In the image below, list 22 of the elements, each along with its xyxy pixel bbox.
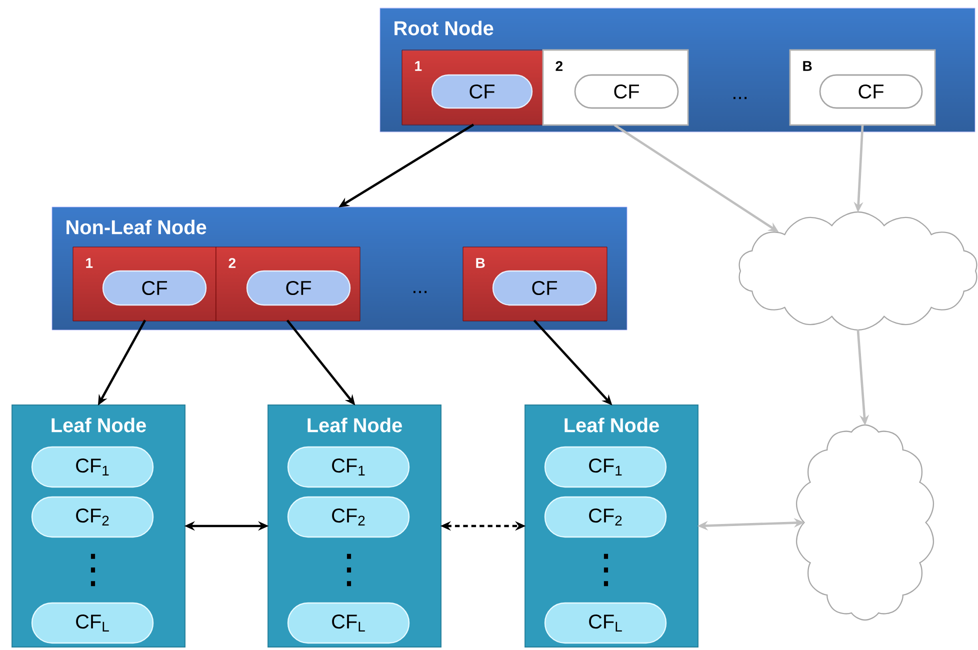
cf-pill: CF xyxy=(492,270,597,306)
cloud-shape xyxy=(796,424,934,621)
cf-pill: CF$_{2}$ xyxy=(287,496,410,538)
vertical-ellipsis: ⋮ xyxy=(604,554,608,586)
cf-pill: CF$_{2}$ xyxy=(31,496,154,538)
cf-pill: CF xyxy=(102,270,207,306)
cf-pill: CF$_{1}$ xyxy=(31,446,154,488)
cloud-shape xyxy=(738,211,978,331)
cf-pill: CF$_{1}$ xyxy=(287,446,410,488)
cf-pill: CF$_{2}$ xyxy=(544,496,667,538)
cf-pill: CF xyxy=(574,74,679,109)
cf-pill: CF xyxy=(431,74,533,109)
cf-pill: CF$_{L}$ xyxy=(544,602,667,644)
cf-pill: CF xyxy=(246,270,351,306)
ellipsis: ... xyxy=(734,96,746,100)
cf-pill: CF$_{1}$ xyxy=(544,446,667,488)
vertical-ellipsis: ⋮ xyxy=(346,554,352,586)
cf-pill: CF$_{L}$ xyxy=(31,602,154,644)
cf-pill: CF xyxy=(819,74,923,109)
cf-pill: CF$_{L}$ xyxy=(287,602,410,644)
vertical-ellipsis: ⋮ xyxy=(90,554,96,586)
ellipsis: ... xyxy=(414,290,426,294)
